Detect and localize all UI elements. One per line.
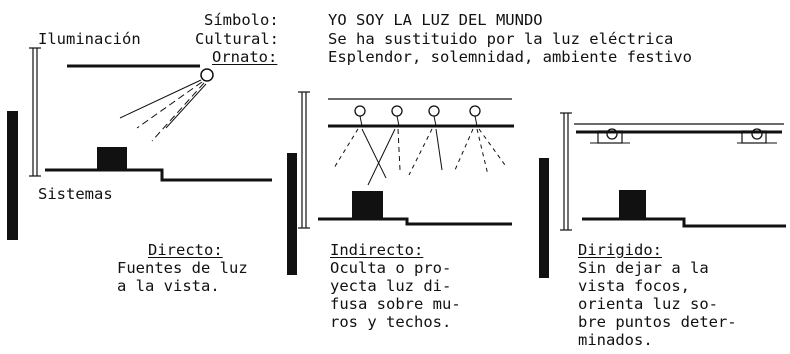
indirect-floor-line — [318, 217, 512, 226]
indirect-lamp-4-icon — [469, 105, 481, 117]
indirect-altar-block — [352, 191, 383, 219]
direct-wall-bar — [7, 111, 18, 240]
directed-spot-1-icon — [606, 128, 618, 140]
directed-title: Dirigido: — [578, 241, 662, 259]
directed-spot-2-icon — [751, 128, 763, 140]
direct-desc-2: a la vista. — [117, 277, 220, 295]
symbol-value: YO SOY LA LUZ DEL MUNDO — [328, 11, 543, 29]
indirect-desc-4: ros y techos. — [330, 313, 452, 331]
directed-desc-3: orienta luz so- — [578, 295, 718, 313]
indirect-illustration — [287, 91, 514, 275]
systems-label: Sistemas — [38, 185, 113, 203]
indirect-title: Indirecto: — [330, 241, 424, 259]
directed-desc-4: bre puntos deter- — [578, 313, 737, 331]
direct-illustration — [7, 47, 272, 240]
ornament-label: Ornato: — [212, 48, 278, 66]
cultural-label: Cultural: — [195, 30, 279, 48]
direct-lamp-icon — [200, 68, 214, 82]
directed-altar-block — [619, 190, 646, 219]
indirect-lamp-2-icon — [391, 105, 403, 117]
indirect-wall-bar — [287, 153, 297, 275]
indirect-desc-1: Oculta o pro- — [330, 259, 452, 277]
section-title: Iluminación — [38, 30, 141, 48]
indirect-desc-3: fusa sobre mu- — [330, 295, 461, 313]
cultural-value: Se ha sustituido por la luz eléctrica — [328, 30, 674, 48]
direct-floor-line — [45, 168, 272, 182]
directed-wall-bar — [539, 158, 549, 278]
directed-desc-1: Sin dejar a la — [578, 259, 709, 277]
direct-altar-block — [97, 147, 127, 170]
directed-desc-2: vista focos, — [578, 277, 690, 295]
directed-desc-5: minados. — [578, 331, 653, 349]
ornament-value: Esplendor, solemnidad, ambiente festivo — [328, 48, 692, 66]
direct-title: Directo: — [148, 241, 223, 259]
indirect-desc-2: yecta luz di- — [330, 277, 452, 295]
indirect-lamp-1-icon — [354, 105, 366, 117]
direct-desc-1: Fuentes de luz — [117, 259, 248, 277]
symbol-label: Símbolo: — [204, 11, 279, 29]
indirect-lamp-3-icon — [428, 105, 440, 117]
directed-floor-line — [582, 217, 786, 228]
directed-illustration — [539, 112, 786, 278]
